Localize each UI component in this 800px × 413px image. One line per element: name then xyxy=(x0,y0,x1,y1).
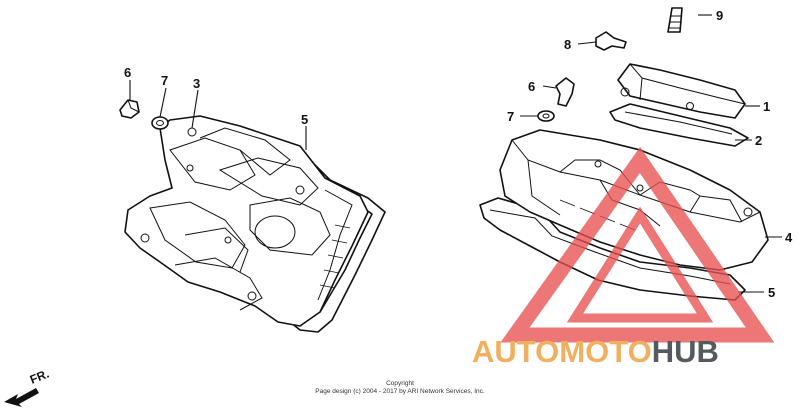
callout-right-6: 6 xyxy=(528,79,535,94)
right-leaders xyxy=(520,14,782,293)
callout-left-3: 3 xyxy=(193,76,200,91)
left-cover-body xyxy=(124,115,369,327)
right-washer-7 xyxy=(537,110,555,122)
callout-right-2: 2 xyxy=(755,133,762,148)
right-bolt-6 xyxy=(555,77,575,107)
callout-right-8: 8 xyxy=(564,37,571,52)
copyright-line-1: Copyright xyxy=(386,380,414,387)
watermark-logo: AUTOMOTOHUB xyxy=(472,334,719,369)
right-bolt-8 xyxy=(595,31,627,51)
watermark-triangle xyxy=(500,146,775,343)
left-washer-7 xyxy=(151,116,169,130)
front-arrow-icon xyxy=(4,388,39,407)
copyright-line-2: Page design (c) 2004 - 2017 by ARI Netwo… xyxy=(315,388,485,395)
right-cover-body xyxy=(499,129,769,271)
callout-right-4: 4 xyxy=(785,230,793,245)
callout-left-5: 5 xyxy=(301,112,308,127)
callout-right-1: 1 xyxy=(763,99,770,114)
callout-left-7: 7 xyxy=(161,73,168,88)
right-gasket-2 xyxy=(609,103,749,147)
left-leaders xyxy=(129,80,307,150)
left-cover-assembly xyxy=(119,99,386,333)
callout-right-7: 7 xyxy=(507,109,514,124)
callout-right-5: 5 xyxy=(768,285,775,300)
front-label: FR. xyxy=(28,367,51,387)
callout-right-9: 9 xyxy=(716,8,723,23)
callout-left-6: 6 xyxy=(124,65,131,80)
right-cover-assembly xyxy=(479,7,769,301)
front-direction-indicator: FR. xyxy=(4,367,51,407)
